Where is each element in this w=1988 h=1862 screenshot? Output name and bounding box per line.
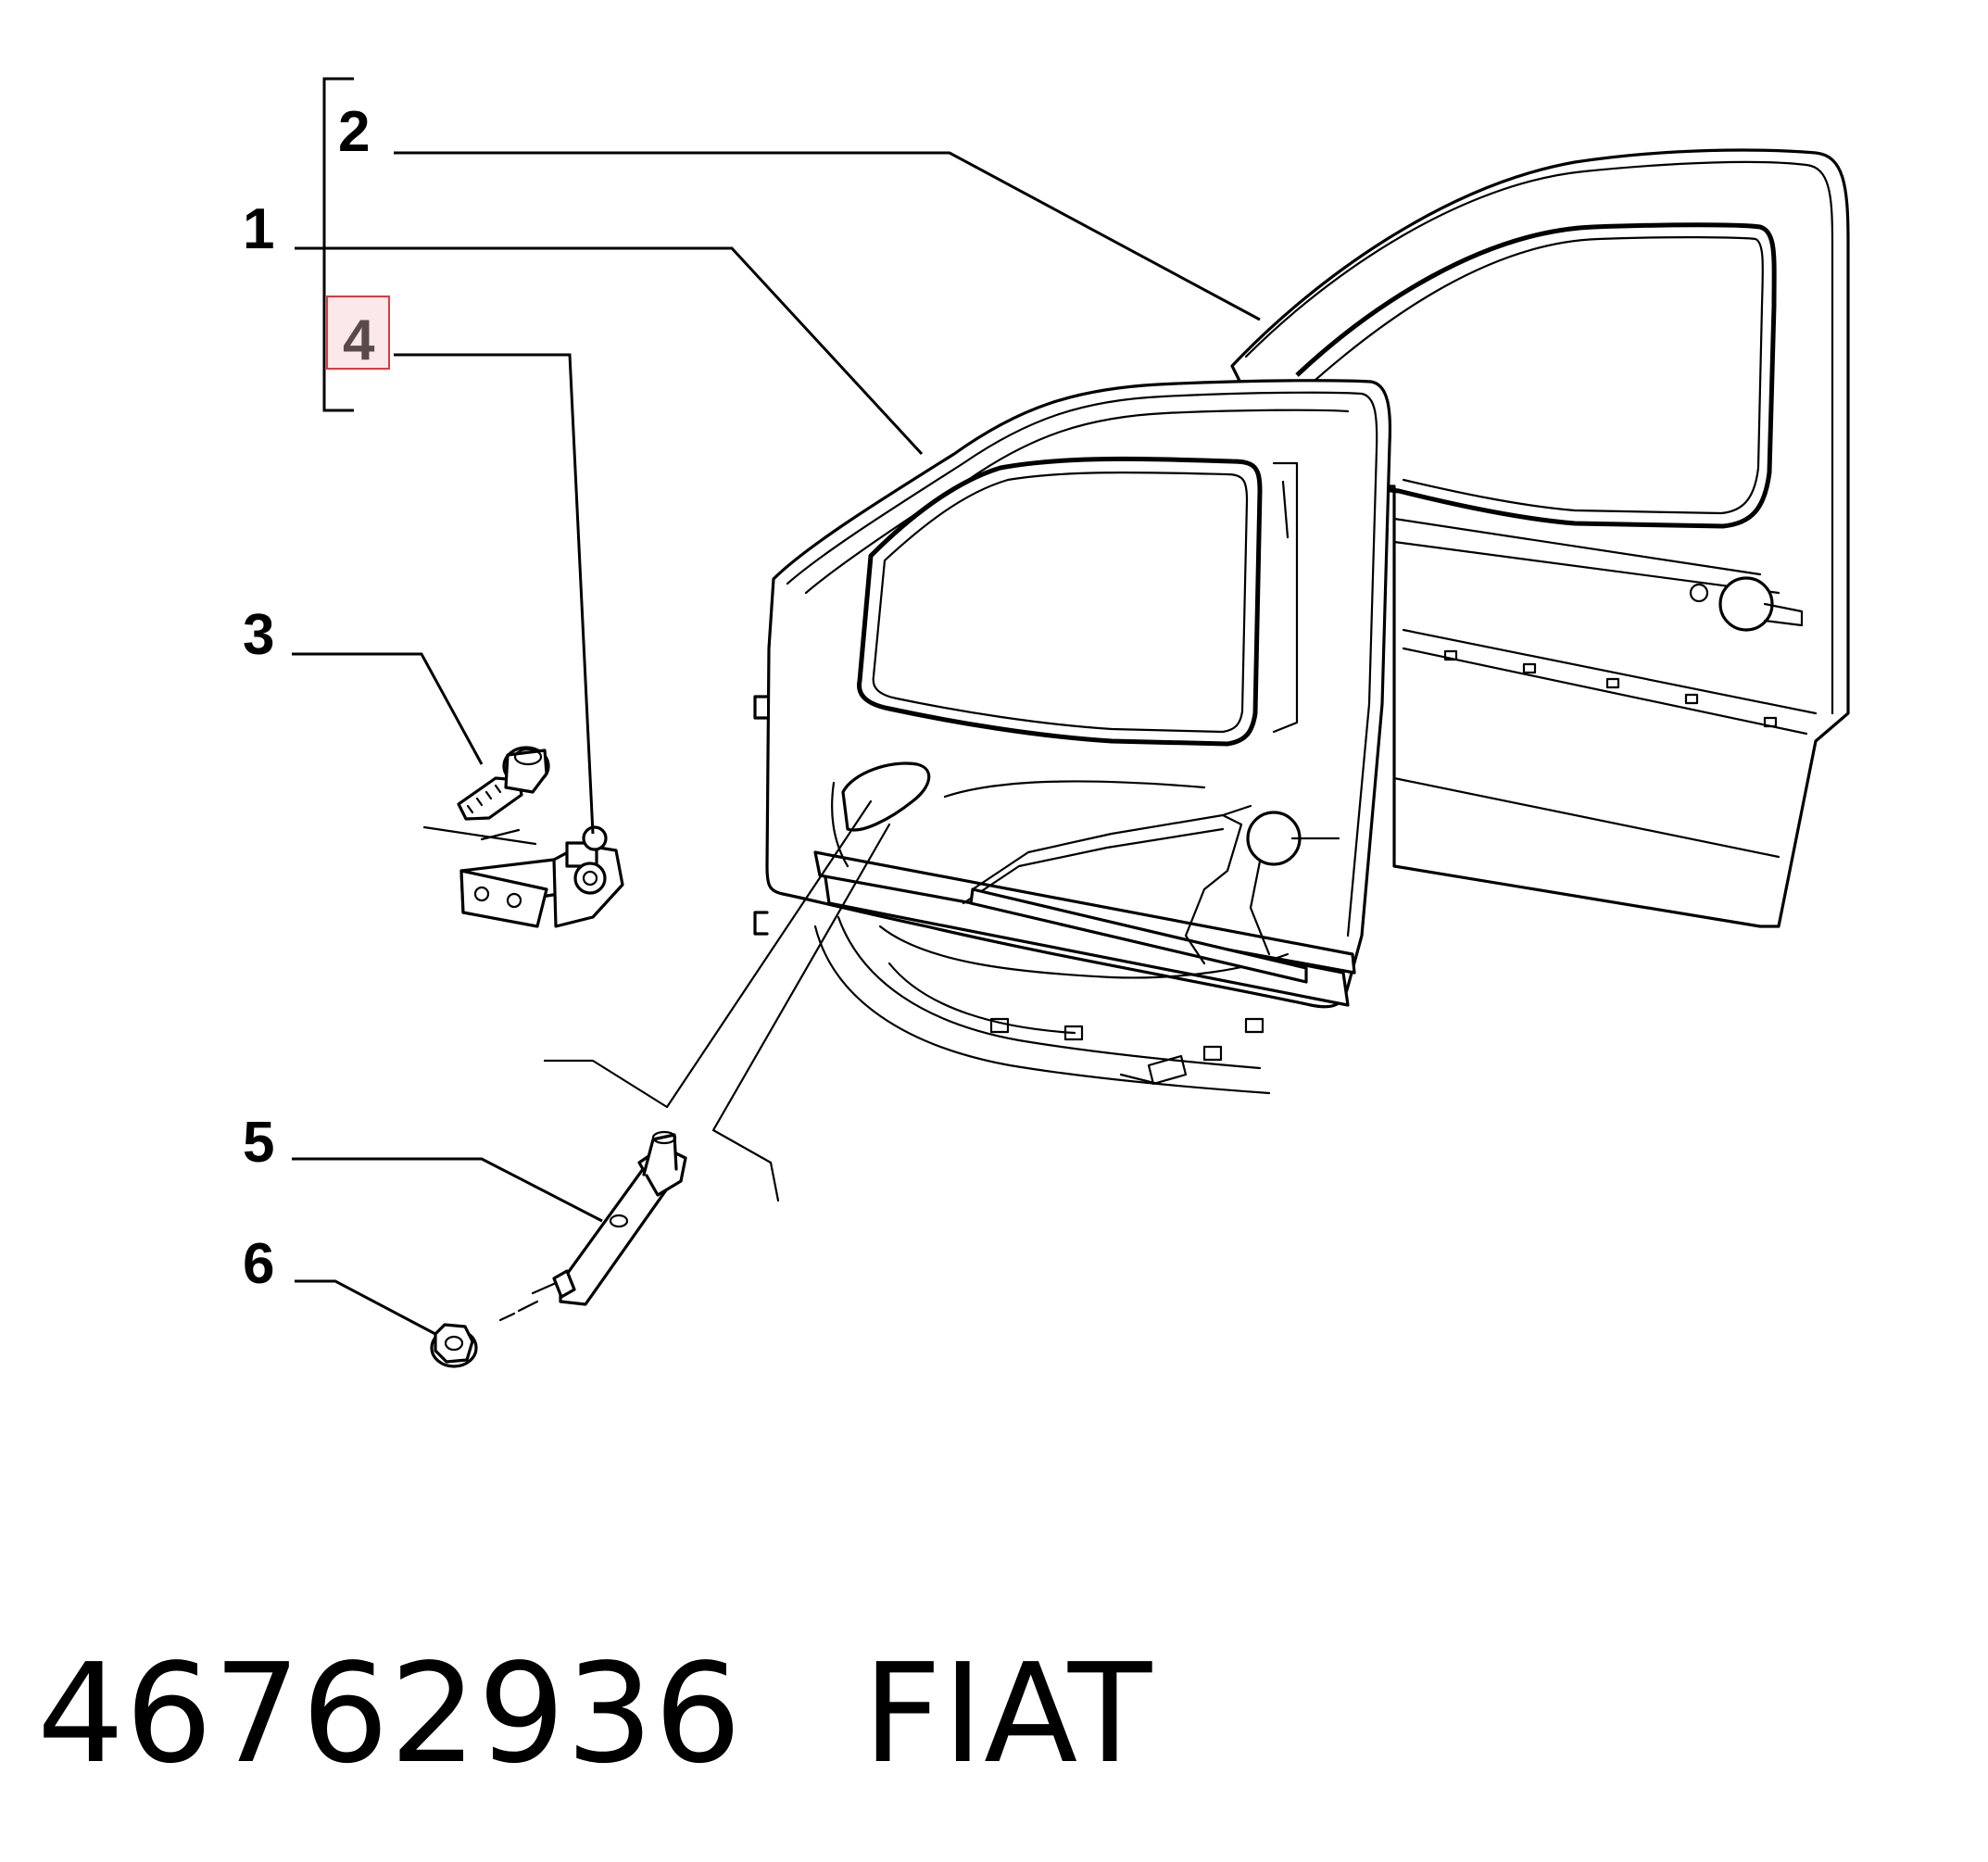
callout-1: 1 (243, 197, 274, 261)
leader-line-4 (394, 353, 595, 835)
rear-door-panel (1230, 148, 1850, 928)
hinge-assembly (422, 825, 624, 928)
leader-line-3 (292, 652, 484, 765)
leader-line-6 (295, 1279, 436, 1336)
door-check-strap (498, 1130, 687, 1322)
leader-line-5 (292, 1157, 603, 1223)
callout-6: 6 (243, 1232, 274, 1296)
leader-line-1 (295, 246, 924, 456)
callout-3: 3 (243, 603, 274, 667)
front-door-panel (753, 379, 1392, 1095)
assembly-guide-lines (543, 799, 891, 1202)
callout-4-highlight-box (326, 296, 390, 370)
callout-2: 2 (338, 100, 370, 164)
part-caption: 46762936 FIAT (37, 1630, 1152, 1797)
part-number: 46762936 (37, 1634, 743, 1793)
leader-line-2 (394, 151, 1261, 321)
bolt (457, 746, 550, 821)
flange-nut (430, 1323, 478, 1368)
brand-name: FIAT (862, 1634, 1153, 1793)
callout-5: 5 (243, 1111, 274, 1175)
callout-4: 4 (343, 308, 375, 372)
parts-diagram: 2 1 4 3 5 6 (243, 77, 1850, 1368)
callout-bracket (322, 77, 354, 412)
